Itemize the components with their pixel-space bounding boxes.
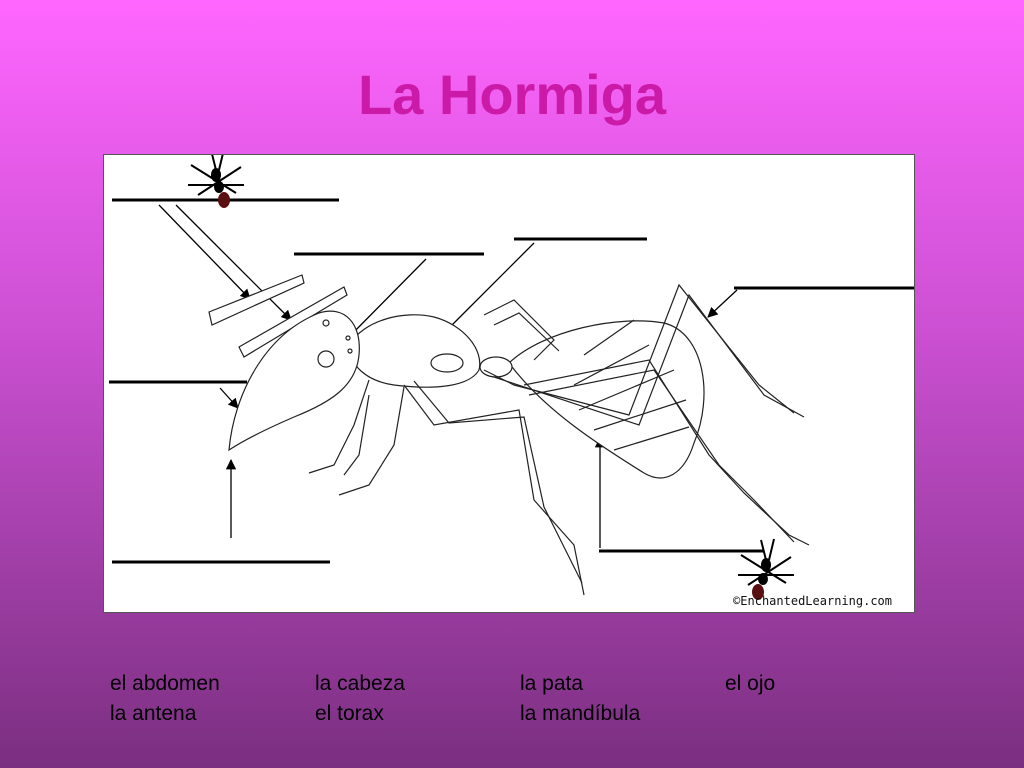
- antenna-right: [238, 286, 348, 358]
- word-antenna: la antena: [110, 702, 197, 725]
- word-eye: el ojo: [725, 672, 776, 695]
- ant-icon: [738, 538, 794, 600]
- arrow-leg: [707, 289, 738, 318]
- ant-icon: [188, 155, 244, 208]
- page-title: La Hormiga: [357, 63, 667, 126]
- ant-drawing: [109, 155, 914, 600]
- word-empty: [725, 702, 930, 732]
- thorax-shape: [348, 314, 481, 388]
- arrow-head: [219, 387, 239, 409]
- head-shape: [228, 310, 360, 452]
- word-leg: la pata: [520, 672, 584, 695]
- ant-eye: [317, 350, 335, 368]
- arrow-antenna-1: [158, 204, 251, 300]
- ant-diagram: ©EnchantedLearning.com: [103, 154, 915, 613]
- arrow-thorax: [443, 242, 535, 334]
- arrow-antenna-2: [175, 204, 292, 321]
- word-abdomen: el abdomen: [110, 672, 220, 695]
- ant-body: [208, 274, 810, 596]
- word-thorax: el torax: [315, 702, 384, 725]
- antenna-left: [208, 274, 305, 326]
- word-mandible: la mandíbula: [520, 702, 641, 725]
- abdomen-shape: [508, 320, 705, 479]
- label-lines: [109, 198, 914, 564]
- word-bank-row: la antena el torax la mandíbula: [110, 702, 930, 732]
- copyright-text: ©EnchantedLearning.com: [733, 594, 892, 608]
- word-head: la cabeza: [315, 672, 405, 695]
- word-bank-row: el abdomen la cabeza la pata el ojo: [110, 672, 930, 702]
- word-bank: el abdomen la cabeza la pata el ojo la a…: [110, 672, 930, 732]
